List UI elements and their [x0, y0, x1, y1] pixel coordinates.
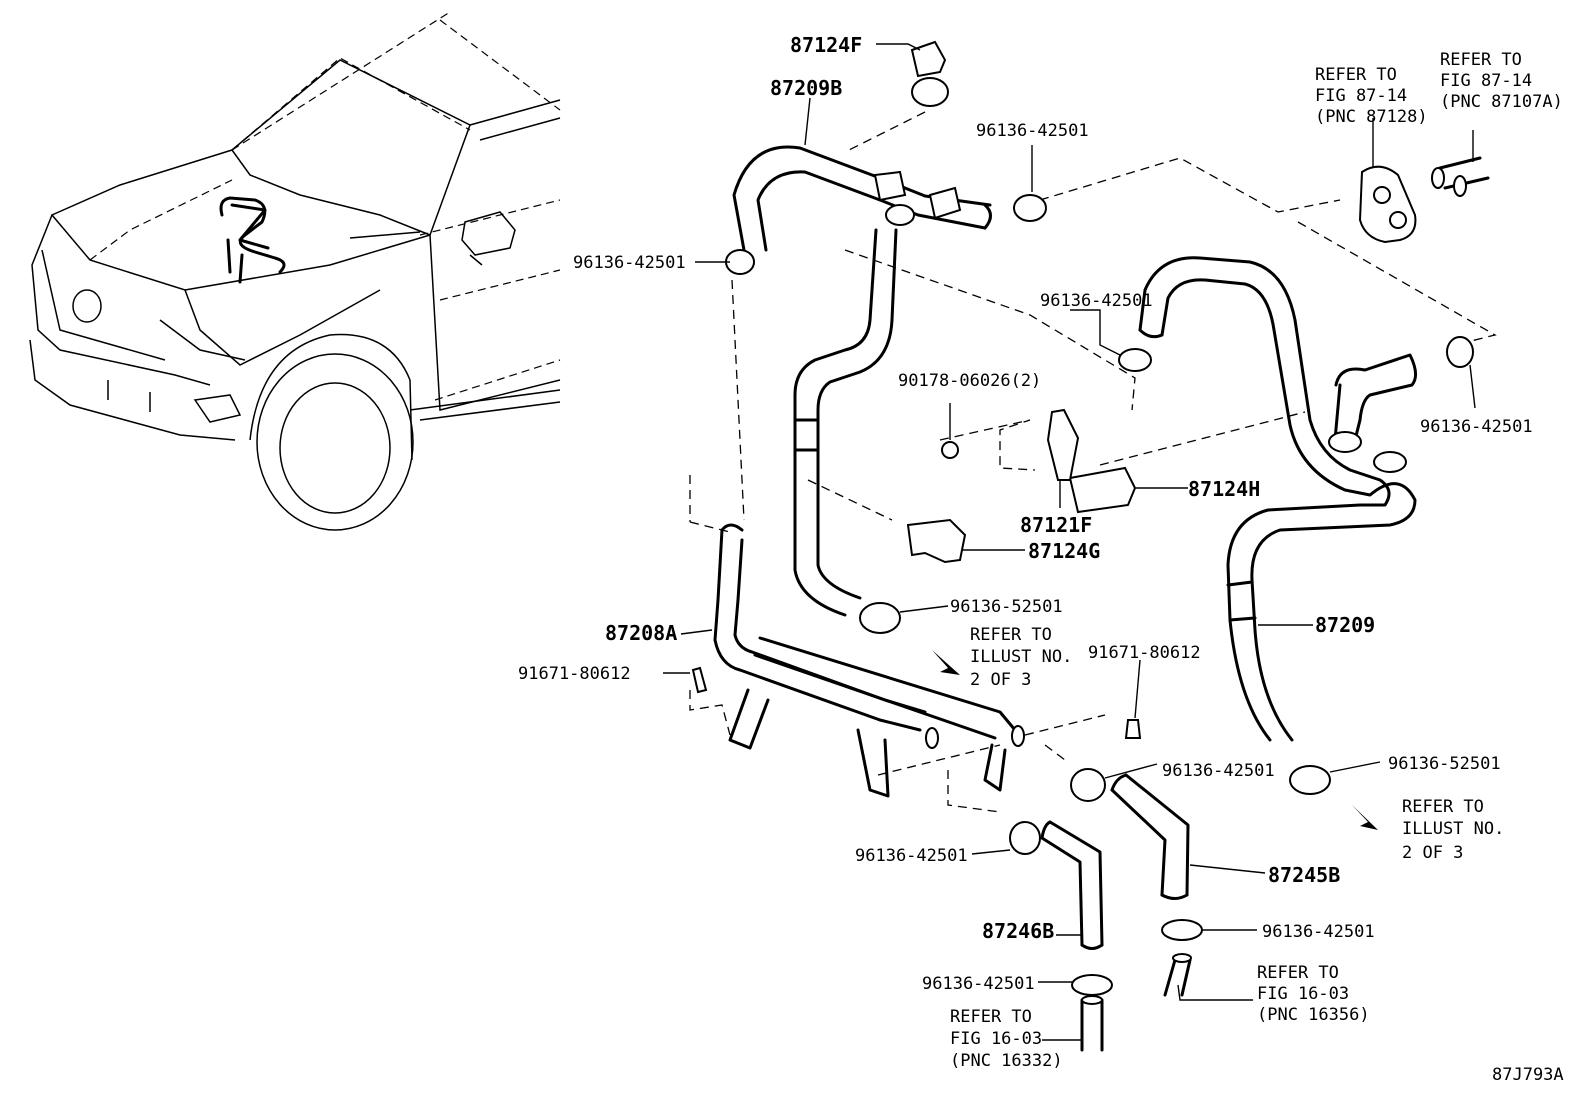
ref-line: REFER TO: [1440, 50, 1522, 70]
ref-fig16-03-16356: REFER TO FIG 16-03 (PNC 16356): [1257, 963, 1370, 1025]
clamps: [725, 40, 1474, 996]
holders: [691, 408, 1142, 739]
clamp-h: [1071, 974, 1113, 996]
ref-line: REFER TO: [1257, 963, 1339, 983]
label-87209B: 87209B: [770, 76, 842, 100]
reference-notes: REFER TO FIG 87-14 (PNC 87128) REFER TO …: [950, 50, 1563, 1071]
label-96136-42501-a: 96136-42501: [573, 253, 686, 273]
holder-87124H: [1068, 466, 1137, 514]
ref-line: FIG 16-03: [1257, 984, 1349, 1004]
label-96136-42501-h: 96136-42501: [922, 974, 1035, 994]
label-96136-42501-e: 96136-42501: [1162, 761, 1275, 781]
label-87245B: 87245B: [1268, 863, 1340, 887]
label-91671-80612-a: 91671-80612: [518, 664, 631, 684]
nut-90178: [941, 441, 959, 459]
ref-line: (PNC 87128): [1315, 107, 1428, 127]
label-90178-06026: 90178-06026(2): [898, 371, 1041, 391]
label-96136-42501-b: 96136-42501: [976, 121, 1089, 141]
arrows: [932, 650, 1378, 830]
callout-labels: 87124F 87209B 96136-42501 96136-42501 96…: [518, 33, 1533, 994]
label-96136-42501-g: 96136-42501: [1262, 922, 1375, 942]
ref-line: REFER TO: [1315, 65, 1397, 85]
grommet: [1358, 165, 1417, 244]
arrow-icon: [932, 650, 960, 675]
pipe-stubs: [1080, 156, 1490, 1052]
ref-illust-a: REFER TO ILLUST NO. 2 OF 3: [970, 625, 1072, 690]
bolt-91671-b: [1124, 719, 1142, 739]
ref-fig16-03-16332: REFER TO FIG 16-03 (PNC 16332): [950, 1007, 1063, 1071]
ref-line: FIG 87-14: [1315, 86, 1407, 106]
clamp-87124F: [910, 40, 949, 107]
label-96136-52501-a: 96136-52501: [950, 597, 1063, 617]
ref-line: REFER TO: [1402, 797, 1484, 817]
leader-lines: [663, 43, 1476, 1041]
ref-line: 2 OF 3: [1402, 843, 1463, 863]
ref-line: 2 OF 3: [970, 670, 1031, 690]
hose-87209B: [732, 145, 996, 266]
pipe-87208A: [713, 523, 1025, 798]
ref-line: (PNC 16356): [1257, 1005, 1370, 1025]
bolt-91671-a: [691, 666, 708, 694]
ref-line: ILLUST NO.: [1402, 819, 1504, 839]
clamp-g: [1161, 919, 1203, 941]
ref-line: REFER TO: [950, 1007, 1032, 1027]
ref-fig87-14-87128: REFER TO FIG 87-14 (PNC 87128): [1315, 65, 1428, 127]
label-96136-52501-b: 96136-52501: [1388, 754, 1501, 774]
ref-illust-b: REFER TO ILLUST NO. 2 OF 3: [1402, 797, 1504, 863]
hose-87209: [1138, 256, 1417, 742]
label-87124H: 87124H: [1188, 477, 1260, 501]
label-96136-42501-d: 96136-42501: [1420, 417, 1533, 437]
bracket-87121F: [1046, 408, 1080, 481]
ref-line: REFER TO: [970, 625, 1052, 645]
clamp-b: [1013, 194, 1047, 222]
clamp-52501-b: [1289, 765, 1331, 795]
hose-upper-branch: [793, 228, 898, 617]
label-87121F: 87121F: [1020, 513, 1092, 537]
ref-line: ILLUST NO.: [970, 647, 1072, 667]
ref-line: (PNC 87107A): [1440, 92, 1563, 112]
ref-line: FIG 16-03: [950, 1029, 1042, 1049]
label-87124G: 87124G: [1028, 539, 1100, 563]
clamp-52501-a: [859, 602, 901, 634]
label-87209: 87209: [1315, 613, 1375, 637]
label-87246B: 87246B: [982, 919, 1054, 943]
label-87124F: 87124F: [790, 33, 862, 57]
holder-87124G: [906, 518, 967, 564]
clamp-f: [1009, 821, 1041, 855]
hose-87246B: [1040, 820, 1104, 950]
clamp-e: [1070, 768, 1106, 802]
ref-line: FIG 87-14: [1440, 71, 1532, 91]
vehicle-illustration: [29, 11, 561, 531]
ref-fig87-14-87107A: REFER TO FIG 87-14 (PNC 87107A): [1440, 50, 1563, 112]
label-87208A: 87208A: [605, 621, 677, 645]
clamp-c: [1118, 348, 1152, 372]
clamp-d: [1446, 336, 1474, 368]
label-96136-42501-c: 96136-42501: [1040, 291, 1153, 311]
clamp-a: [725, 249, 755, 275]
ref-line: (PNC 16332): [950, 1051, 1063, 1071]
label-96136-42501-f: 96136-42501: [855, 846, 968, 866]
diagram-id: 87J793A: [1492, 1065, 1564, 1085]
arrow-icon: [1352, 805, 1378, 830]
label-91671-80612-b: 91671-80612: [1088, 643, 1201, 663]
hose-87245B: [1110, 773, 1190, 900]
